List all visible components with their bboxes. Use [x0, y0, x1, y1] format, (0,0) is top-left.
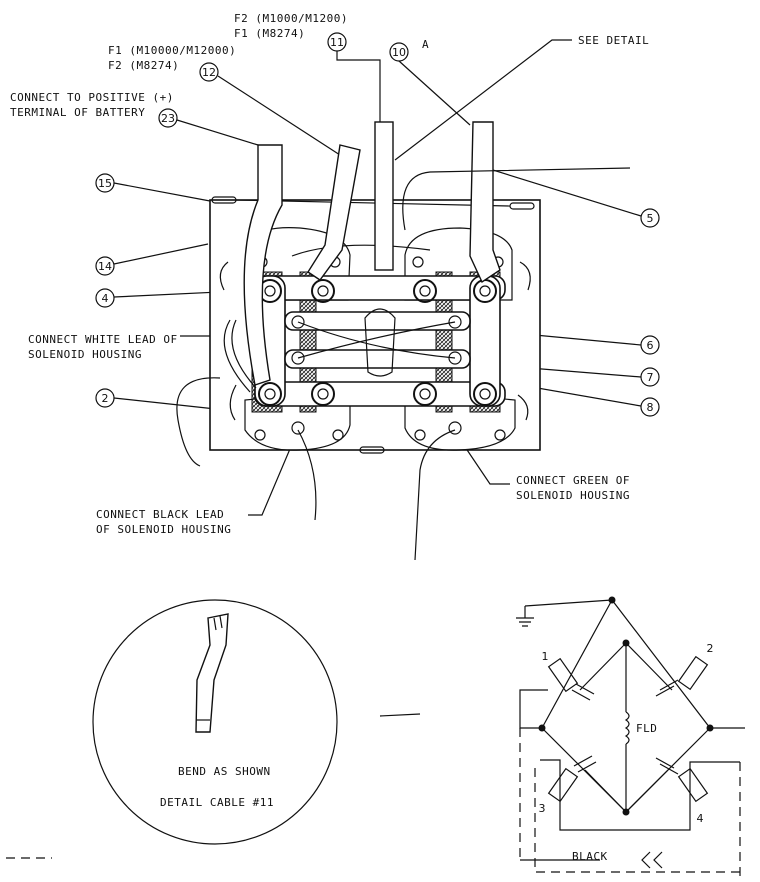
- label-f1-top: F1 (M8274): [234, 27, 305, 40]
- callout-6: 6: [640, 335, 660, 355]
- label-fld: FLD: [636, 722, 657, 735]
- svg-text:4: 4: [697, 812, 704, 825]
- callout-4: 4: [95, 288, 115, 308]
- label-connect-positive-2: TERMINAL OF BATTERY: [10, 106, 145, 119]
- callout-7: 7: [640, 367, 660, 387]
- label-white-lead-2: SOLENOID HOUSING: [28, 348, 142, 361]
- label-black: BLACK: [572, 850, 608, 863]
- svg-text:11: 11: [330, 36, 344, 49]
- label-black-lead-1: CONNECT BLACK LEAD: [96, 508, 224, 521]
- label-detail-cable: DETAIL CABLE #11: [160, 796, 274, 809]
- callout-11: 11: [327, 32, 347, 52]
- svg-text:2: 2: [707, 642, 714, 655]
- callout-2: 2: [95, 388, 115, 408]
- solenoid-assembly: [176, 121, 631, 561]
- svg-text:4: 4: [102, 292, 109, 305]
- callout-8: 8: [640, 397, 660, 417]
- svg-text:2: 2: [102, 392, 109, 405]
- label-f2-top: F2 (M1000/M1200): [234, 12, 348, 25]
- solenoid-2: 2: [655, 642, 714, 697]
- solenoid-3: 3: [539, 755, 597, 815]
- cable-12: [307, 144, 361, 281]
- svg-text:5: 5: [647, 212, 654, 225]
- svg-text:23: 23: [161, 112, 175, 125]
- svg-text:14: 14: [98, 260, 112, 273]
- label-f2-mid: F2 (M8274): [108, 59, 179, 72]
- cable-23: [243, 144, 283, 386]
- svg-text:8: 8: [647, 401, 654, 414]
- svg-text:3: 3: [539, 802, 546, 815]
- solenoid-1: 1: [542, 650, 595, 701]
- bridge-schematic: FLD 1 2 3 4: [516, 596, 745, 882]
- cable-11: [374, 121, 394, 271]
- label-green-lead-2: SOLENOID HOUSING: [516, 489, 630, 502]
- solenoid-housing-bottom-right: [404, 389, 516, 451]
- callout-5: 5: [640, 208, 660, 228]
- solenoid-housing-bottom-left: [244, 389, 351, 451]
- label-black-lead-2: OF SOLENOID HOUSING: [96, 523, 231, 536]
- callout-12: 12: [199, 62, 219, 82]
- svg-text:1: 1: [542, 650, 549, 663]
- label-detail-letter: A: [422, 38, 429, 51]
- label-connect-positive-1: CONNECT TO POSITIVE (+): [10, 91, 174, 104]
- svg-text:12: 12: [202, 66, 216, 79]
- callout-14: 14: [95, 256, 115, 276]
- callout-15: 15: [95, 173, 115, 193]
- cable-10: [469, 121, 501, 284]
- label-green-lead-1: CONNECT GREEN OF: [516, 474, 630, 487]
- detail-circle: BEND AS SHOWN DETAIL CABLE #11: [92, 599, 338, 845]
- scribble-mark: [379, 713, 421, 717]
- label-bend-as-shown: BEND AS SHOWN: [178, 765, 271, 778]
- label-white-lead-1: CONNECT WHITE LEAD OF: [28, 333, 178, 346]
- svg-text:6: 6: [647, 339, 654, 352]
- label-see-detail: SEE DETAIL: [578, 34, 649, 47]
- solenoid-4: 4: [655, 757, 709, 825]
- svg-text:10: 10: [392, 46, 406, 59]
- callout-23: 23: [158, 108, 178, 128]
- label-f1-mid: F1 (M10000/M12000): [108, 44, 236, 57]
- svg-text:7: 7: [647, 371, 654, 384]
- svg-text:15: 15: [98, 177, 112, 190]
- callout-10: 10: [389, 42, 409, 62]
